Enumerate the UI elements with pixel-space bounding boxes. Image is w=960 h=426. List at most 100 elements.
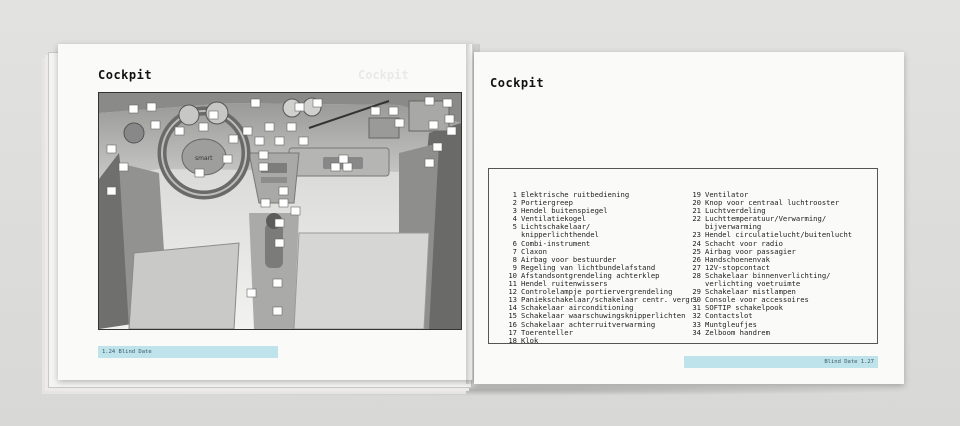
legend-item-label: Schakelaar waarschuwingsknipperlichten bbox=[521, 311, 686, 321]
legend-item: 3 Hendel buitenspiegel bbox=[501, 207, 691, 215]
legend-item-number: 7 bbox=[512, 246, 517, 256]
legend-item-label: Airbag voor passagier bbox=[705, 246, 796, 256]
legend-item-label: Combi-instrument bbox=[521, 238, 591, 248]
legend-item-label: Paniekschakelaar/schakelaar centr. vergr… bbox=[521, 295, 699, 305]
legend-item-number: 14 bbox=[508, 303, 517, 313]
legend-item: 14 Schakelaar airconditioning bbox=[501, 304, 691, 312]
legend-item: 31 SOFTIP schakelpook bbox=[685, 304, 875, 312]
left-page: Cockpit Cockpit bbox=[58, 44, 473, 380]
legend-item-number: 4 bbox=[512, 214, 517, 224]
legend-item-number: 10 bbox=[508, 270, 517, 280]
legend-item-number: 1 bbox=[512, 190, 517, 199]
legend-item: 16 Schakelaar achterruitverwarming bbox=[501, 319, 691, 329]
cockpit-illustration: smart bbox=[98, 92, 462, 330]
legend-item-label: Schacht voor radio bbox=[705, 238, 783, 248]
legend-item: 17 Toerenteller bbox=[501, 327, 691, 337]
legend-item: 6 Combi-instrument bbox=[501, 238, 691, 248]
legend-item-label: Airbag voor bestuurder bbox=[521, 254, 617, 264]
legend-item-number: 24 bbox=[692, 238, 701, 248]
legend-item-number: 3 bbox=[512, 206, 517, 216]
legend-item: 9 Regeling van lichtbundelafstand bbox=[501, 262, 691, 272]
legend-item-label: Regeling van lichtbundelafstand bbox=[521, 262, 656, 272]
right-page-footer-text: Blind Date 1.27 bbox=[824, 359, 874, 365]
left-page-footer: 1.24 Blind Date bbox=[98, 346, 278, 358]
legend-item-number bbox=[501, 231, 521, 239]
legend-item-label: Toerenteller bbox=[521, 327, 573, 337]
legend-item-number: 30 bbox=[692, 295, 701, 305]
left-page-footer-text: 1.24 Blind Date bbox=[102, 349, 152, 355]
legend-item-label: bijverwarming bbox=[705, 222, 762, 232]
open-booklet: Cockpit Cockpit bbox=[48, 44, 910, 390]
legend-item-label: Klok bbox=[521, 335, 539, 345]
legend-item-label: Afstandsontgrendeling achterklep bbox=[521, 270, 660, 280]
left-page-ghost-title: Cockpit bbox=[358, 68, 409, 82]
legend-item-number: 25 bbox=[692, 246, 701, 256]
legend-item-number: 28 bbox=[692, 270, 701, 280]
legend-item-number: 33 bbox=[692, 319, 701, 329]
legend-item-number: 29 bbox=[692, 287, 701, 297]
legend-item-number: 22 bbox=[692, 214, 701, 224]
legend-item: 34 Zelboom handrem bbox=[685, 327, 875, 337]
legend-item-label: SOFTIP schakelpook bbox=[705, 303, 783, 313]
legend-item-number: 26 bbox=[692, 254, 701, 264]
legend-item: 24 Schacht voor radio bbox=[685, 238, 875, 248]
legend-item-label: verlichting voetruimte bbox=[705, 279, 801, 289]
legend-item: 29 Schakelaar mistlampen bbox=[685, 288, 875, 296]
legend-item-number: 5 bbox=[512, 222, 517, 232]
legend-item-number: 16 bbox=[508, 319, 517, 329]
legend-item-label: Hendel ruitenwissers bbox=[521, 279, 608, 289]
legend-item-number: 6 bbox=[512, 238, 517, 248]
legend-item-label: Claxon bbox=[521, 246, 547, 256]
legend-item-label: Schakelaar mistlampen bbox=[705, 287, 796, 297]
legend-item: 12 Controlelampje portiervergrendeling bbox=[501, 288, 691, 296]
legend-item: bijverwarming bbox=[685, 223, 875, 231]
legend-item: 27 12V-stopcontact bbox=[685, 262, 875, 272]
legend-item-label: Hendel buitenspiegel bbox=[521, 206, 608, 216]
legend-item-number: 9 bbox=[512, 262, 517, 272]
legend-item: 28 Schakelaar binnenverlichting/ bbox=[685, 270, 875, 280]
legend-item-label: Zelboom handrem bbox=[705, 327, 770, 337]
legend-item-label: Schakelaar achterruitverwarming bbox=[521, 319, 656, 329]
legend-item: 10 Afstandsontgrendeling achterklep bbox=[501, 270, 691, 280]
legend-item-label: Portiergreep bbox=[521, 198, 573, 208]
legend-item-number: 21 bbox=[692, 206, 701, 216]
legend-item-number: 27 bbox=[692, 262, 701, 272]
legend-item-number: 18 bbox=[508, 335, 517, 345]
legend-item-label: Ventilatiekogel bbox=[521, 214, 586, 224]
right-page-title: Cockpit bbox=[490, 76, 545, 90]
legend-item-number: 17 bbox=[508, 327, 517, 337]
legend-item-label: Elektrische ruitbediening bbox=[521, 190, 630, 199]
legend-item-label: Luchttemperatuur/Verwarming/ bbox=[705, 214, 827, 224]
legend-item: verlichting voetruimte bbox=[685, 279, 875, 289]
right-page-footer: Blind Date 1.27 bbox=[684, 356, 878, 368]
legend-item-label: Schakelaar binnenverlichting/ bbox=[705, 270, 831, 280]
legend-item-label: Schakelaar airconditioning bbox=[521, 303, 634, 313]
legend-item-number: 12 bbox=[508, 287, 517, 297]
legend-item-number: 31 bbox=[692, 303, 701, 313]
legend-item: 1 Elektrische ruitbediening bbox=[501, 190, 691, 199]
legend-item-number: 34 bbox=[692, 327, 701, 337]
legend-item-label: Controlelampje portiervergrendeling bbox=[521, 287, 673, 297]
legend-item-label: 12V-stopcontact bbox=[705, 262, 770, 272]
legend-item: 18 Klok bbox=[501, 335, 691, 345]
legend-item: 22 Luchttemperatuur/Verwarming/ bbox=[685, 215, 875, 223]
legend-item-number: 23 bbox=[692, 230, 701, 240]
legend-item: 4 Ventilatiekogel bbox=[501, 215, 691, 223]
